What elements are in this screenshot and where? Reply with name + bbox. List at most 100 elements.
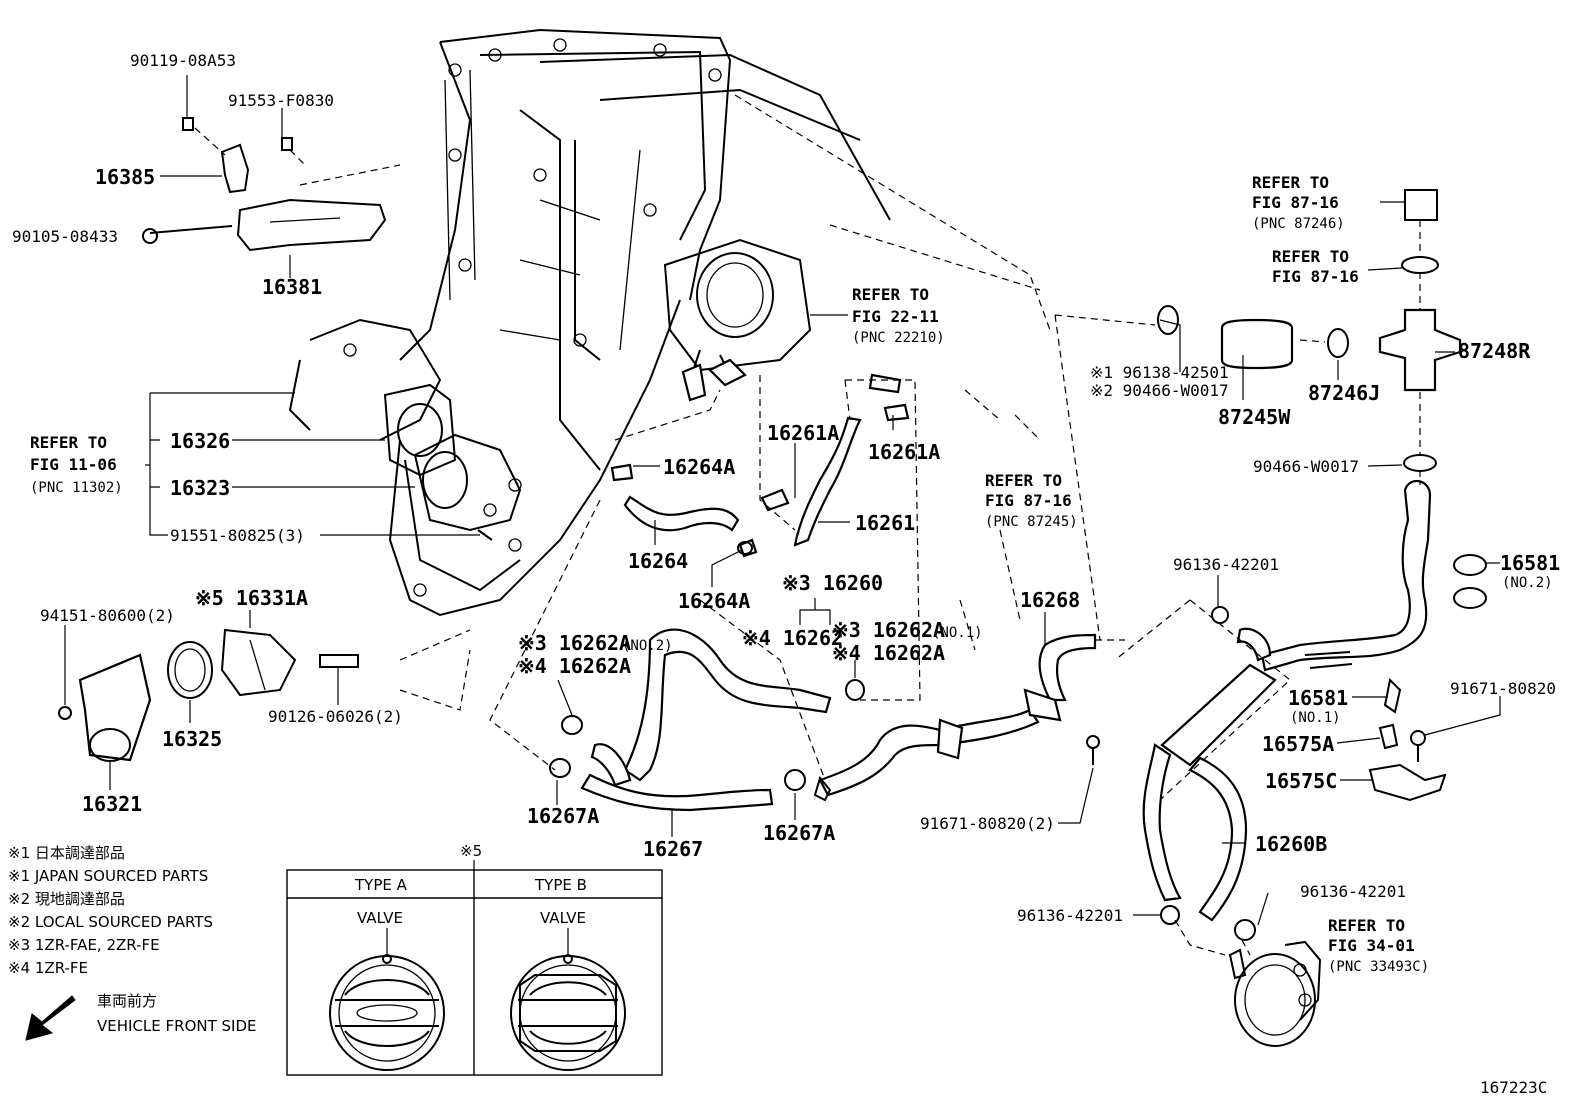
label-87246J: 87246J <box>1308 381 1380 405</box>
label-16260B: 16260B <box>1255 832 1327 856</box>
dashed-guides <box>489 220 1421 801</box>
label-16262A-no1-sub: (NO.1) <box>932 625 983 641</box>
label-16262A-no1-b: ※4 16262A <box>832 641 945 665</box>
legend-line-4: ※2 LOCAL SOURCED PARTS <box>8 913 213 931</box>
label-16268: 16268 <box>1020 588 1080 612</box>
label-91551-80825: 91551-80825(3) <box>170 526 305 545</box>
label-90126-06026: 90126-06026(2) <box>268 707 403 726</box>
label-16326: 16326 <box>170 429 230 453</box>
label-96136-42201-left: 96136-42201 <box>1017 906 1123 925</box>
label-16581-no2-sub: (NO.2) <box>1502 575 1553 591</box>
water-outlet-flanges <box>383 383 522 541</box>
label-90466-W0017-a: ※2 90466-W0017 <box>1090 381 1229 400</box>
label-16264A-bottom: 16264A <box>678 589 750 613</box>
label-16325: 16325 <box>162 727 222 751</box>
front-label-jp: 車両前方 <box>97 992 157 1010</box>
thermostat-group <box>58 628 359 762</box>
leader-lines <box>64 75 1501 926</box>
type-a-header: TYPE A <box>354 876 408 894</box>
refer-fig-11-06-line1: REFER TO <box>30 433 107 452</box>
refer-fig-87-16-mid-line1: REFER TO <box>1272 247 1349 266</box>
label-16262: ※4 16262 <box>742 626 843 650</box>
legend-line-3: ※2 現地調達部品 <box>8 890 125 908</box>
label-96136-42201-top: 96136-42201 <box>1173 555 1279 574</box>
label-16267A-right: 16267A <box>763 821 835 845</box>
hoses-upper <box>610 373 910 558</box>
label-87248R: 87248R <box>1458 339 1531 363</box>
label-16381: 16381 <box>262 275 322 299</box>
type-a-valve-label: VALVE <box>357 909 403 927</box>
refer-fig-22-11-line2: FIG 22-11 <box>852 307 939 326</box>
label-16262A-no2-a: ※3 16262A <box>518 631 631 655</box>
thermostat-type-b-icon <box>510 928 626 1071</box>
label-16262A-no2-b: ※4 16262A <box>518 654 631 678</box>
diagram-id: 167223C <box>1480 1078 1547 1097</box>
type-table-marker: ※5 <box>460 842 482 860</box>
label-94151-80600: 94151-80600(2) <box>40 606 175 625</box>
legend-line-5: ※3 1ZR-FAE, 2ZR-FE <box>8 936 160 954</box>
front-label-en: VEHICLE FRONT SIDE <box>97 1017 257 1035</box>
label-90119-08A53: 90119-08A53 <box>130 51 236 70</box>
label-16267A-left: 16267A <box>527 804 599 828</box>
refer-fig-87-16-top-line1: REFER TO <box>1252 173 1329 192</box>
label-16267: 16267 <box>643 837 703 861</box>
label-91671-80820-right: 91671-80820 <box>1450 679 1556 698</box>
thermostat-type-a-icon <box>329 928 445 1071</box>
label-16261A-right: 16261A <box>868 440 940 464</box>
label-90105-08433: 90105-08433 <box>12 227 118 246</box>
type-b-valve-label: VALVE <box>540 909 586 927</box>
bracket-parts <box>142 117 401 252</box>
label-16331A: ※5 16331A <box>195 586 308 610</box>
refer-fig-87-16-mid-line2: FIG 87-16 <box>1272 267 1359 286</box>
label-91671-80820-2: 91671-80820(2) <box>920 814 1055 833</box>
label-16261: 16261 <box>855 511 915 535</box>
label-16581-no1: 16581 <box>1288 686 1348 710</box>
label-96138-42501: ※1 96138-42501 <box>1090 363 1229 382</box>
legend-line-2: ※1 JAPAN SOURCED PARTS <box>8 867 208 885</box>
thermostat-type-table: ※5 TYPE A TYPE B VALVE VALVE <box>286 842 663 1076</box>
refer-fig-22-11-line3: (PNC 22210) <box>852 330 945 346</box>
type-b-header: TYPE B <box>534 876 587 894</box>
label-16385: 16385 <box>95 165 155 189</box>
hoses-lower <box>580 628 1097 812</box>
engine-cover-outline <box>288 28 1051 711</box>
refer-fig-87-16-top-line2: FIG 87-16 <box>1252 193 1339 212</box>
legend-line-6: ※4 1ZR-FE <box>8 959 88 977</box>
part-labels: 90119-08A53 91553-F0830 16385 90105-0843… <box>12 51 1560 925</box>
hoses-right <box>1086 189 1462 922</box>
label-87245W: 87245W <box>1218 405 1291 429</box>
refer-fig-87-16-top-line3: (PNC 87246) <box>1252 216 1345 232</box>
throttle-body <box>663 238 812 402</box>
refer-blocks: REFER TO FIG 11-06 (PNC 11302) REFER TO … <box>30 173 1429 975</box>
label-16323: 16323 <box>170 476 230 500</box>
legend-line-1: ※1 日本調達部品 <box>8 844 125 862</box>
refer-fig-87-16-low-line1: REFER TO <box>985 471 1062 490</box>
refer-fig-11-06-line3: (PNC 11302) <box>30 480 123 496</box>
vacuum-pump <box>1174 919 1322 1047</box>
label-16321: 16321 <box>82 792 142 816</box>
label-16260: ※3 16260 <box>782 571 883 595</box>
label-16261A-left: 16261A <box>767 421 839 445</box>
label-91553-F0830: 91553-F0830 <box>228 91 334 110</box>
label-96136-42201-mid: 96136-42201 <box>1300 882 1406 901</box>
label-16575A: 16575A <box>1262 732 1334 756</box>
label-16262A-no2-sub: (NO.2) <box>622 638 673 654</box>
refer-fig-34-01-line2: FIG 34-01 <box>1328 936 1415 955</box>
label-16264A-top: 16264A <box>663 455 735 479</box>
label-90466-W0017-b: 90466-W0017 <box>1253 457 1359 476</box>
label-16264: 16264 <box>628 549 688 573</box>
front-arrow-icon <box>25 995 76 1041</box>
refer-fig-34-01-line3: (PNC 33493C) <box>1328 959 1429 975</box>
vehicle-front-indicator: 車両前方 VEHICLE FRONT SIDE <box>25 992 257 1041</box>
label-16262A-no1-a: ※3 16262A <box>832 618 945 642</box>
label-16581-no2: 16581 <box>1500 551 1560 575</box>
refer-fig-87-16-low-line3: (PNC 87245) <box>985 514 1078 530</box>
legend-notes: ※1 日本調達部品 ※1 JAPAN SOURCED PARTS ※2 現地調達… <box>8 844 213 977</box>
label-16581-no1-sub: (NO.1) <box>1290 710 1341 726</box>
label-16575C: 16575C <box>1265 769 1337 793</box>
refer-fig-87-16-low-line2: FIG 87-16 <box>985 491 1072 510</box>
refer-fig-34-01-line1: REFER TO <box>1328 916 1405 935</box>
refer-fig-22-11-line1: REFER TO <box>852 285 929 304</box>
refer-fig-11-06-line2: FIG 11-06 <box>30 455 117 474</box>
